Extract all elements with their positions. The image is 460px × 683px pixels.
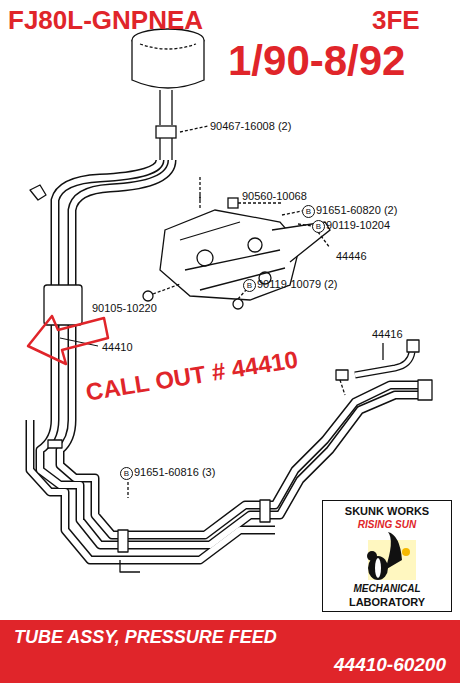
bolt-mark: B (302, 205, 315, 218)
callout-note: CALL OUT # 44410 (84, 346, 300, 406)
bolt-mark: B (243, 279, 256, 292)
bolt-mark: B (312, 220, 325, 233)
part-number: 91651-60820 (2) (316, 204, 397, 216)
logo-text: RISING SUN (323, 519, 451, 530)
part-number: 90119-10204 (326, 219, 390, 231)
logo-text: MECHANICAL (323, 583, 451, 594)
band-text: 44410-60200 (334, 654, 446, 676)
logo-text: LABORATORY (323, 596, 451, 608)
part-number: 91651-60816 (3) (134, 466, 215, 478)
part-number: 90560-10068 (242, 190, 307, 202)
part-number: 90119-10079 (2) (257, 278, 338, 290)
page-title: FJ80L-GNPNEA (8, 6, 203, 35)
part-number: 44446 (336, 250, 367, 262)
logo-text: SKUNK WORKS (323, 505, 451, 517)
skunk-logo (367, 532, 416, 580)
part-number: 44410 (102, 341, 133, 353)
part-number: 44416 (372, 328, 403, 340)
logo-box: SKUNK WORKS RISING SUN MECHANICAL LABORATOR… (322, 500, 452, 612)
title-band: TUBE ASSY, PRESSURE FEED 44410-60200 (0, 620, 460, 683)
part-number: 90105-10220 (92, 302, 157, 314)
part-number: 90467-16008 (2) (210, 120, 291, 132)
model-info: 1/90-8/92 (228, 38, 405, 84)
model-info: 3FE (372, 6, 420, 35)
band-text: TUBE ASSY, PRESSURE FEED (14, 627, 277, 648)
bolt-mark: B (120, 467, 133, 480)
